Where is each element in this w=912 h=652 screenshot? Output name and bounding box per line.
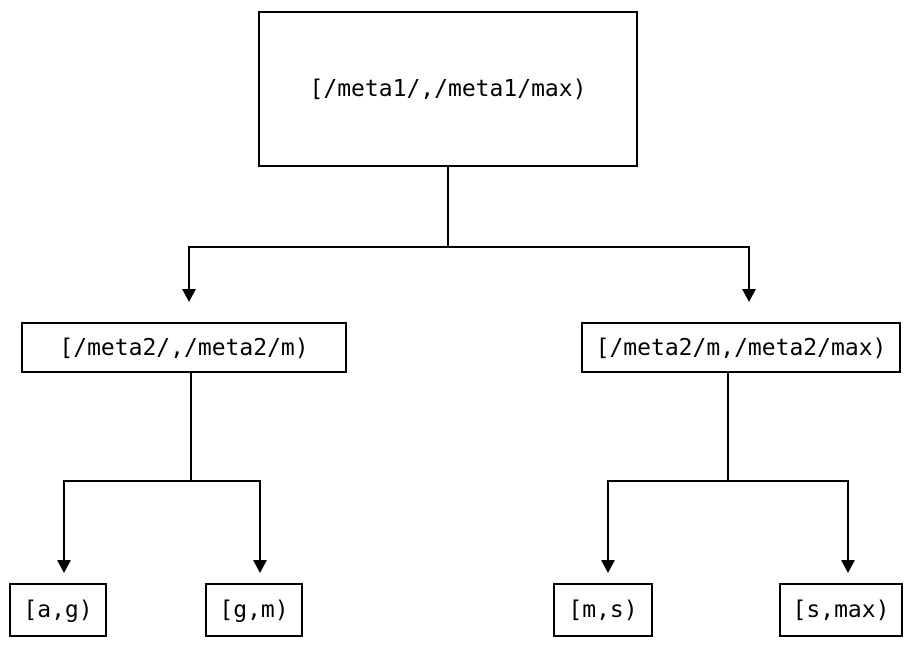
tree-node-root[interactable]: [/meta1/,/meta1/max) <box>258 11 638 167</box>
tree-node-leaf-s-max-label: [s,max) <box>792 597 890 623</box>
tree-node-branch-right[interactable]: [/meta2/m,/meta2/max) <box>581 322 901 373</box>
edge-root-to-branch-left <box>182 167 449 302</box>
tree-node-branch-left[interactable]: [/meta2/,/meta2/m) <box>21 322 347 373</box>
edge-branch-left-to-leaf-a-g <box>57 373 192 573</box>
tree-node-leaf-g-m[interactable]: [g,m) <box>205 583 303 637</box>
edge-branch-left-to-leaf-g-m <box>191 480 267 573</box>
edge-root-to-branch-right <box>448 246 756 302</box>
tree-node-leaf-s-max[interactable]: [s,max) <box>779 583 903 637</box>
tree-node-leaf-m-s-label: [m,s) <box>568 597 638 623</box>
tree-node-branch-right-label: [/meta2/m,/meta2/max) <box>595 334 887 361</box>
tree-node-branch-left-label: [/meta2/,/meta2/m) <box>59 334 309 361</box>
edge-branch-right-to-leaf-s-max <box>728 480 855 573</box>
tree-node-leaf-m-s[interactable]: [m,s) <box>553 583 653 637</box>
arrowhead-icon <box>57 560 71 573</box>
arrowhead-icon <box>182 289 196 302</box>
tree-node-root-label: [/meta1/,/meta1/max) <box>309 76 587 102</box>
arrowhead-icon <box>253 560 267 573</box>
arrowhead-icon <box>601 560 615 573</box>
arrowhead-icon <box>841 560 855 573</box>
tree-node-leaf-a-g-label: [a,g) <box>23 597 93 623</box>
edge-branch-right-to-leaf-m-s <box>601 373 729 573</box>
tree-node-leaf-a-g[interactable]: [a,g) <box>9 583 107 637</box>
arrowhead-icon <box>742 289 756 302</box>
tree-node-leaf-g-m-label: [g,m) <box>219 597 289 623</box>
